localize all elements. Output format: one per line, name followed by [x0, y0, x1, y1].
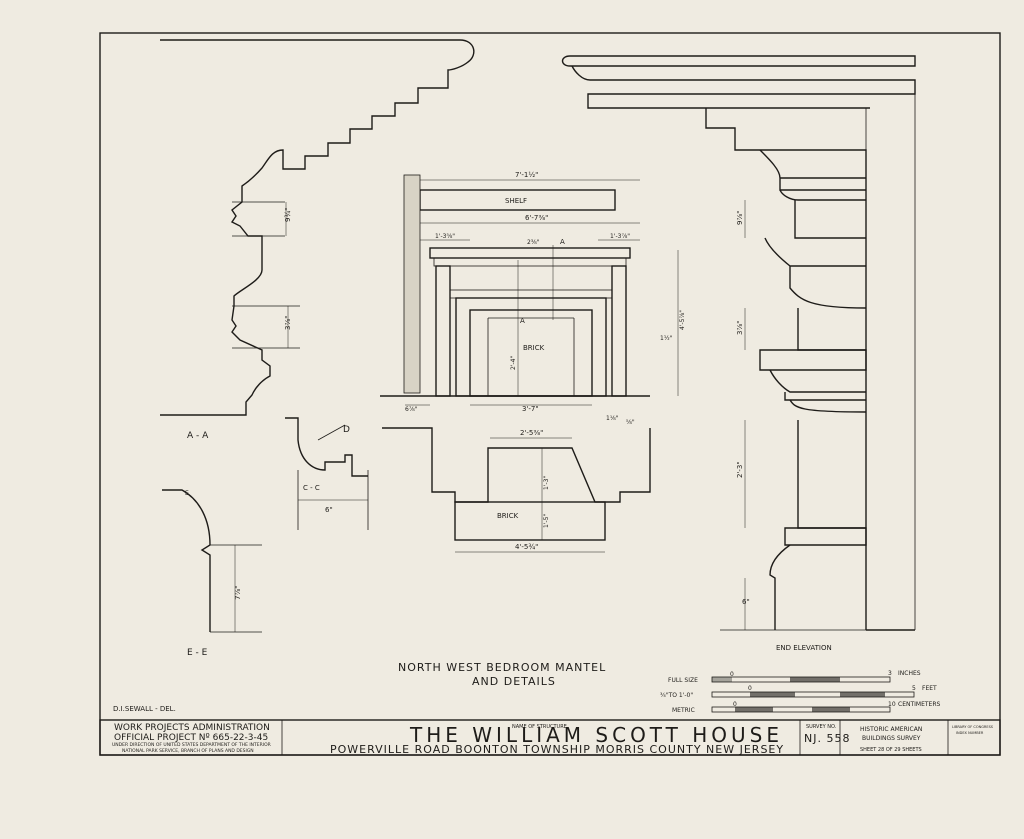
marker-e: E	[185, 490, 189, 497]
marker-d: D	[343, 425, 350, 435]
habs-line-1: HISTORIC AMERICAN	[860, 726, 922, 733]
scale-three-quarter-label: ¾"TO 1'-0"	[660, 692, 693, 699]
right-pilaster-dim: 1'-3⅞"	[610, 233, 630, 240]
habs-line-2: BUILDINGS SURVEY	[862, 735, 921, 742]
small-dim-2: 1½"	[660, 335, 673, 342]
shelf-label: SHELF	[505, 197, 527, 205]
library-line-2: INDEX NUMBER	[956, 731, 984, 735]
agency-line-4: NATIONAL PARK SERVICE, BRANCH OF PLANS A…	[122, 748, 254, 754]
end-b-dim: 3⅞"	[736, 321, 744, 335]
section-ee-label: E - E	[187, 648, 208, 658]
small-dim-3: ⅝"	[626, 419, 635, 426]
section-aa-profile: 9¾" 3⅞" A - A	[160, 39, 475, 441]
scale-full-unit: INCHES	[898, 670, 921, 677]
plan-bottom-dim: 4'-5¾"	[515, 543, 538, 551]
mid-top-dim: 2⅜"	[527, 239, 540, 246]
plan-depth2-dim: 1'-5"	[543, 514, 550, 528]
plan-top-dim: 2'-5⅜"	[520, 429, 543, 437]
structure-name-label: NAME OF STRUCTURE	[512, 724, 567, 730]
brick-plan-label: BRICK	[497, 512, 519, 520]
section-cc-label: C - C	[303, 484, 320, 492]
drawing-title: NORTH WEST BEDROOM MANTEL	[398, 661, 606, 674]
scale-full-label: FULL SIZE	[668, 677, 698, 684]
right-height-dim: 4'-5⅞"	[679, 310, 686, 330]
end-a-dim: 9⅞"	[736, 211, 744, 225]
end-elevation: 9⅞" 3⅞" 2'-3" 6" END ELEVATION	[561, 55, 916, 652]
structure-name: THE WILLIAM SCOTT HOUSE	[409, 723, 783, 747]
plan-depth1-dim: 1'-3"	[543, 476, 550, 490]
structure-location: POWERVILLE ROAD BOONTON TOWNSHIP MORRIS …	[330, 743, 784, 756]
end-elevation-label: END ELEVATION	[776, 644, 832, 652]
small-dim-1: 1⅛"	[606, 415, 619, 422]
left-pilaster-dim: 1'-3⅝"	[435, 233, 455, 240]
ee-height-dim: 7⅞"	[234, 586, 242, 600]
profile-b-dim: 3⅞"	[284, 316, 292, 330]
scale-metric-bar	[711, 706, 891, 713]
scale-bars: FULL SIZE 0 3 INCHES ¾"TO 1'-0" 0 5 FEET…	[660, 670, 940, 714]
scale-tq-end: 5	[912, 685, 916, 692]
section-ee: E 7⅞" E - E	[162, 489, 262, 658]
brick-front-label: BRICK	[523, 344, 545, 352]
opening-height-dim: 2'-4"	[510, 356, 517, 370]
agency-line-1: WORK PROJECTS ADMINISTRATION	[114, 723, 270, 733]
survey-label: SURVEY NO.	[806, 724, 837, 730]
section-cc: D C - C 6"	[285, 417, 369, 530]
scale-tq-unit: FEET	[922, 685, 937, 692]
scale-full-end: 3	[888, 670, 892, 677]
section-a-marker-top: A	[560, 238, 565, 246]
shelf-top-dim: 6'-7⅜"	[525, 214, 548, 222]
agency-line-2: OFFICIAL PROJECT Nº 665-22-3-45	[114, 733, 268, 743]
title-block: WORK PROJECTS ADMINISTRATION OFFICIAL PR…	[99, 719, 1001, 756]
scale-full-zero: 0	[730, 671, 734, 678]
left-foot-dim: 6⅞"	[405, 406, 418, 413]
profile-a-dim: 9¾"	[284, 208, 292, 222]
section-aa-label: A - A	[187, 431, 209, 441]
mantel-plan: 2'-5⅜" BRICK 1'-3" 1'-5" 4'-5¾"	[382, 427, 651, 553]
delineator: D.I.SEWALL - DEL.	[113, 705, 176, 713]
scale-three-quarter-bar	[711, 691, 915, 698]
end-c-dim: 2'-3"	[736, 461, 744, 478]
drawing-subtitle: AND DETAILS	[472, 675, 556, 688]
section-a-marker-bottom: A	[520, 317, 525, 325]
cc-width-dim: 6"	[325, 506, 333, 514]
end-d-dim: 6"	[742, 598, 750, 606]
library-line-1: LIBRARY OF CONGRESS	[952, 725, 994, 729]
sheet-number: SHEET 28 OF 29 SHEETS	[860, 747, 922, 753]
agency-line-3: UNDER DIRECTION OF UNITED STATES DEPARTM…	[112, 742, 271, 748]
scale-metric-zero: 0	[733, 701, 737, 708]
opening-width-dim: 3'-7"	[522, 405, 539, 413]
scale-metric-end: 10	[888, 701, 896, 708]
survey-number: NJ. 558	[804, 732, 850, 745]
mantel-elevation: 7'-1½" SHELF 6'-7⅜" 1'-3⅝" 1'-3⅞" 2⅜" A …	[380, 171, 686, 426]
scale-metric-unit: CENTIMETERS	[898, 701, 940, 708]
scale-metric-label: METRIC	[672, 707, 695, 714]
scale-tq-zero: 0	[748, 685, 752, 692]
overall-top-dim: 7'-1½"	[515, 171, 538, 179]
